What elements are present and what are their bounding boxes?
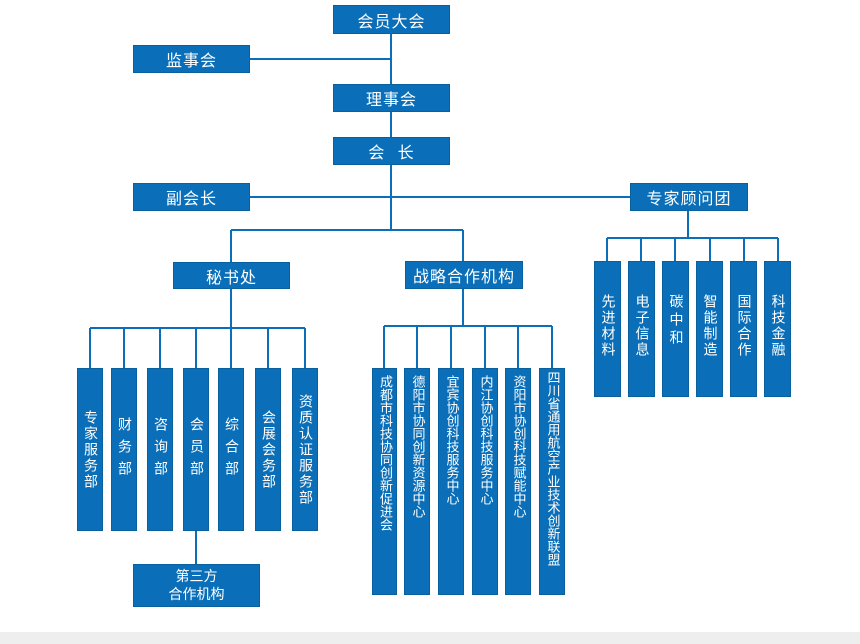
node-member-assembly: 会员大会 xyxy=(333,5,450,34)
dept-general: 综合部 xyxy=(218,368,244,531)
node-president: 会 长 xyxy=(333,137,450,165)
dept-finance: 财务部 xyxy=(111,368,137,531)
node-secretariat: 秘书处 xyxy=(173,262,290,289)
bottom-strip xyxy=(0,632,860,644)
field-electronics: 电子信息 xyxy=(628,261,655,397)
dept-certification: 资质认证服务部 xyxy=(292,368,318,531)
node-vice-president: 副会长 xyxy=(133,183,250,211)
field-carbon-neutral: 碳中和 xyxy=(662,261,689,397)
field-tech-finance: 科技金融 xyxy=(764,261,791,397)
node-supervisors: 监事会 xyxy=(133,45,250,73)
node-third-party: 第三方 合作机构 xyxy=(133,564,260,607)
field-intelligent-manufacturing: 智能制造 xyxy=(696,261,723,397)
node-strategic-cooperation: 战略合作机构 xyxy=(405,261,523,289)
center-sichuan-aviation: 四川省通用航空产业技术创新联盟 xyxy=(539,368,565,595)
dept-membership: 会员部 xyxy=(183,368,209,531)
dept-exhibition: 会展会务部 xyxy=(255,368,281,531)
center-chengdu: 成都市科技协同创新促进会 xyxy=(372,368,397,595)
field-advanced-materials: 先进材料 xyxy=(594,261,621,397)
field-international-cooperation: 国际合作 xyxy=(730,261,757,397)
center-neijiang: 内江协创科技服务中心 xyxy=(472,368,498,595)
node-council: 理事会 xyxy=(333,84,450,112)
center-deyang: 德阳市协同创新资源中心 xyxy=(404,368,430,595)
center-yibin: 宜宾协创科技服务中心 xyxy=(438,368,464,595)
center-ziyang: 资阳市协创科技赋能中心 xyxy=(505,368,531,595)
dept-expert-service: 专家服务部 xyxy=(77,368,103,531)
dept-consulting: 咨询部 xyxy=(147,368,173,531)
node-expert-group: 专家顾问团 xyxy=(630,183,748,211)
